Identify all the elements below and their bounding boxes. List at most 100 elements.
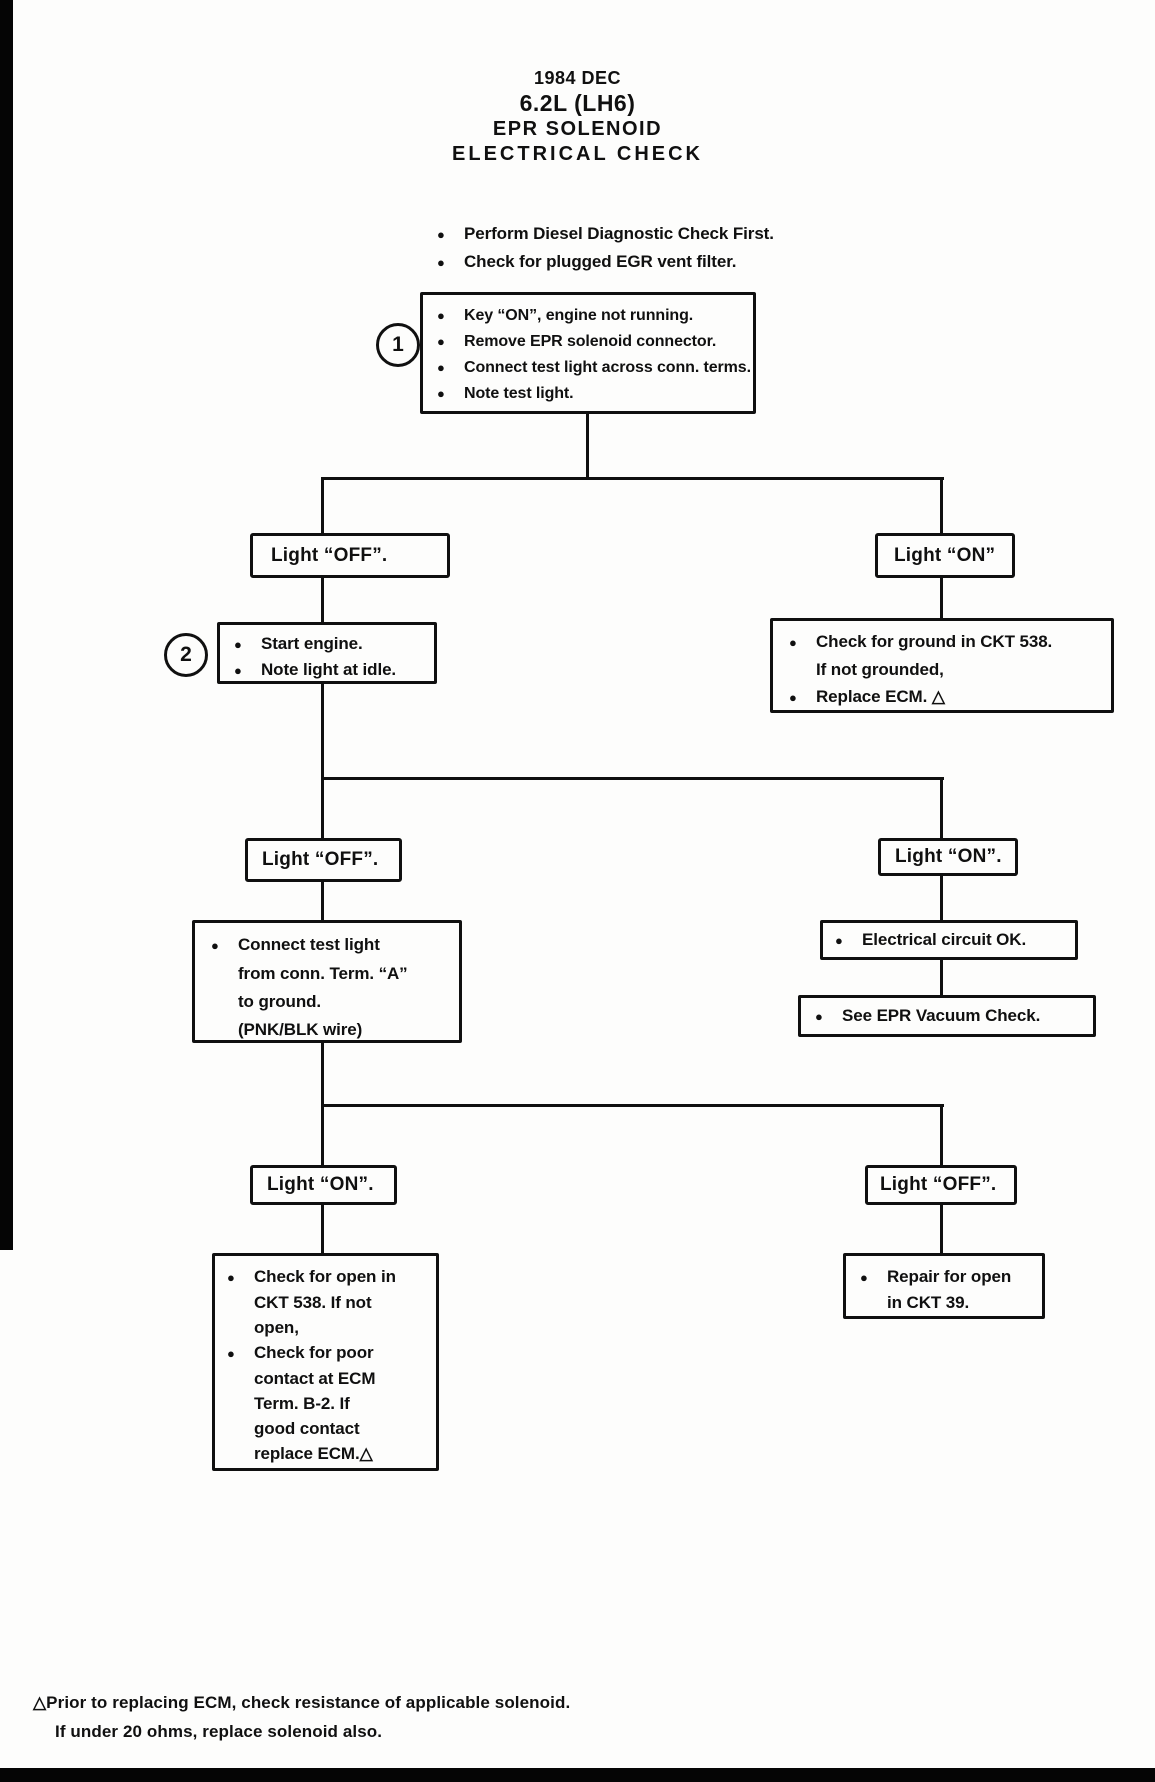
footnote-line: If under 20 ohms, replace solenoid also.	[55, 1722, 383, 1741]
connector-line	[321, 684, 324, 780]
connector-line	[321, 882, 324, 922]
connector-line	[321, 777, 944, 780]
connector-line	[940, 1107, 943, 1167]
ground-check-text: Check for ground in CKT 538.	[816, 632, 1053, 651]
bullet-icon: ●	[234, 637, 242, 652]
bullet-icon: ●	[234, 663, 242, 678]
open-check-line: open,	[254, 1318, 299, 1337]
repair-line: ● Repair for open	[860, 1264, 1042, 1290]
branch-label-text: Light “ON”	[894, 544, 996, 566]
step-1-item: ● Key “ON”, engine not running.	[437, 303, 747, 329]
branch1-light-off-label: Light “OFF”.	[250, 533, 450, 578]
bullet-icon: ●	[227, 1346, 235, 1361]
footnote: △Prior to replacing ECM, check resistanc…	[33, 1688, 570, 1746]
connector-line	[321, 479, 324, 535]
open-check-line: CKT 538. If not	[254, 1293, 372, 1312]
intro-notes: ● Perform Diesel Diagnostic Check First.…	[437, 220, 774, 276]
scan-artifact-left-edge	[0, 0, 13, 1250]
step-1-item-text: Connect test light across conn. terms.	[464, 359, 751, 376]
connect-test-line: to ground.	[238, 992, 322, 1011]
step-2-number: 2	[164, 633, 208, 677]
open-check-line: contact at ECM	[254, 1369, 376, 1388]
step-1-item: ● Connect test light across conn. terms.	[437, 355, 751, 381]
step-1-number: 1	[376, 323, 420, 367]
bullet-icon: ●	[789, 635, 797, 650]
branch-label-text: Light “OFF”.	[262, 849, 379, 870]
step-2-item: ● Note light at idle.	[234, 657, 434, 683]
step-number-text: 2	[180, 643, 192, 666]
ground-check-box: ● Check for ground in CKT 538. If not gr…	[770, 618, 1114, 713]
repair-line: in CKT 39.	[887, 1293, 970, 1312]
bullet-icon: ●	[437, 334, 445, 349]
connector-line	[940, 780, 943, 840]
branch-label-text: Light “OFF”.	[880, 1174, 997, 1195]
connector-line	[321, 578, 324, 624]
step-2-item: ● Start engine.	[234, 631, 434, 657]
step-2-box: ● Start engine. ● Note light at idle.	[217, 622, 437, 684]
open-check-line: ● Check for open in	[227, 1264, 436, 1290]
bullet-icon: ●	[860, 1270, 868, 1285]
title-date: 1984 DEC	[533, 68, 622, 88]
intro-note: ● Perform Diesel Diagnostic Check First.	[437, 220, 774, 248]
branch-label-text: Light “ON”.	[267, 1174, 374, 1195]
vacuum-check-text: See EPR Vacuum Check.	[842, 1006, 1041, 1025]
connector-line	[940, 578, 943, 620]
step-number-text: 1	[392, 333, 404, 356]
branch-label-text: Light “ON”.	[895, 846, 1002, 867]
branch-label-text: Light “OFF”.	[271, 544, 388, 566]
connect-test-box: ● Connect test light from conn. Term. “A…	[192, 920, 462, 1043]
ground-check-line: If not grounded,	[816, 660, 944, 679]
circuit-ok-box: ● Electrical circuit OK.	[820, 920, 1078, 960]
connector-line	[321, 1043, 324, 1106]
bullet-icon: ●	[437, 308, 445, 323]
connector-line	[321, 1205, 324, 1255]
bullet-icon: ●	[789, 690, 797, 705]
footnote-line: △Prior to replacing ECM, check resistanc…	[33, 1693, 571, 1712]
step-1-item-text: Note test light.	[464, 385, 574, 402]
bullet-icon: ●	[437, 360, 445, 375]
branch3-light-off-label: Light “OFF”.	[865, 1165, 1017, 1205]
ground-check-line: ● Replace ECM. △	[789, 683, 1111, 711]
step-2-item-text: Note light at idle.	[261, 660, 397, 679]
bullet-icon: ●	[227, 1270, 235, 1285]
branch3-light-on-label: Light “ON”.	[250, 1165, 397, 1205]
connect-test-text: Connect test light	[238, 935, 380, 954]
step-1-box: ● Key “ON”, engine not running. ● Remove…	[420, 292, 756, 414]
intro-note-text: Perform Diesel Diagnostic Check First.	[464, 224, 774, 243]
connect-test-line: ● Connect test light	[211, 931, 459, 960]
step-1-item: ● Remove EPR solenoid connector.	[437, 329, 747, 355]
connector-line	[321, 477, 944, 480]
title-check-type: ELECTRICAL CHECK	[452, 143, 703, 165]
step-1-item-text: Key “ON”, engine not running.	[464, 307, 694, 324]
title-system: EPR SOLENOID	[492, 118, 663, 140]
branch2-light-on-label: Light “ON”.	[878, 838, 1018, 876]
open-check-text: Check for open in	[254, 1267, 396, 1286]
repair-box: ● Repair for open in CKT 39.	[843, 1253, 1045, 1319]
open-check-line: Term. B-2. If	[254, 1394, 350, 1413]
step-1-item: ● Note test light.	[437, 381, 747, 407]
open-check-line: good contact	[254, 1419, 360, 1438]
open-check-text: Check for poor	[254, 1343, 374, 1362]
intro-note: ● Check for plugged EGR vent filter.	[437, 248, 774, 276]
open-check-line: ● Check for poor	[227, 1340, 436, 1366]
connector-line	[940, 479, 943, 535]
connector-line	[940, 1205, 943, 1255]
open-check-line: replace ECM.△	[254, 1444, 373, 1463]
scan-artifact-bottom-edge	[0, 1768, 1155, 1782]
page-title: 1984 DEC 6.2L (LH6) EPR SOLENOID ELECTRI…	[0, 66, 1155, 167]
connect-test-line: (PNK/BLK wire)	[238, 1020, 363, 1039]
ground-check-text: Replace ECM. △	[816, 687, 945, 706]
connector-line	[321, 780, 324, 840]
connector-line	[321, 1104, 944, 1107]
bullet-icon: ●	[815, 1008, 823, 1024]
repair-text: Repair for open	[887, 1267, 1012, 1286]
step-1-item-text: Remove EPR solenoid connector.	[464, 333, 717, 350]
circuit-ok-text: Electrical circuit OK.	[862, 930, 1027, 949]
title-engine: 6.2L (LH6)	[519, 90, 636, 116]
connector-line	[940, 876, 943, 922]
open-check-box: ● Check for open in CKT 538. If not open…	[212, 1253, 439, 1471]
connect-test-line: from conn. Term. “A”	[238, 964, 408, 983]
branch1-light-on-label: Light “ON”	[875, 533, 1015, 578]
branch2-light-off-label: Light “OFF”.	[245, 838, 402, 882]
bullet-icon: ●	[437, 255, 445, 270]
